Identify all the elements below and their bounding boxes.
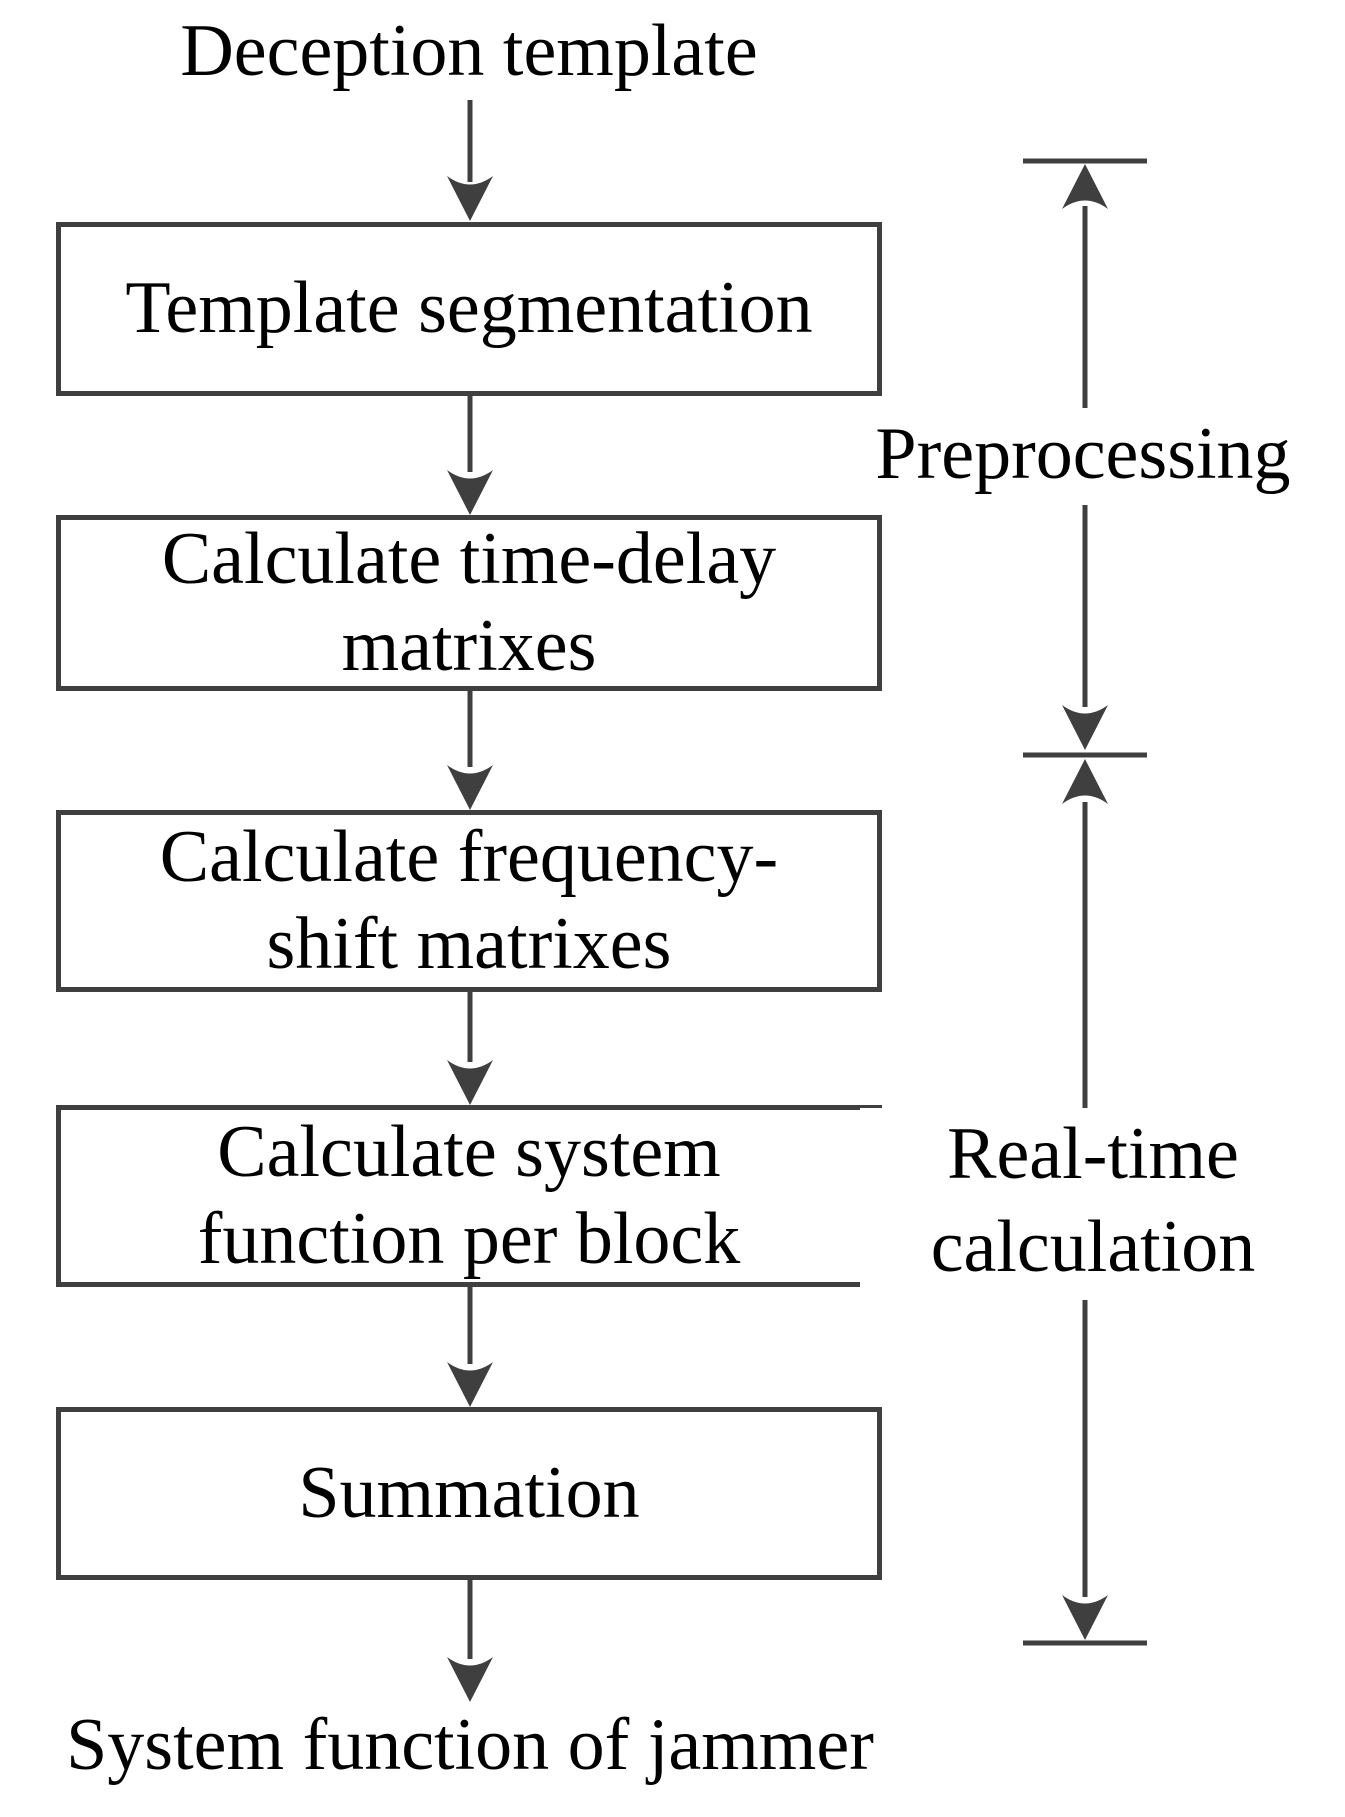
process-box-time-delay-matrixes: Calculate time-delay matrixes xyxy=(56,515,882,691)
process-box-frequency-shift-matrixes: Calculate frequency- shift matrixes xyxy=(56,810,882,992)
flow-arrow-5 xyxy=(447,1287,493,1407)
flow-arrow-6 xyxy=(447,1580,493,1702)
phase-label-preprocessing: Preprocessing xyxy=(850,408,1316,502)
flow-arrow-2 xyxy=(447,396,493,515)
preprocessing-span-arrow xyxy=(1023,158,1147,758)
process-box-label: Calculate system function per block xyxy=(197,1110,741,1280)
output-label: System function of jammer xyxy=(66,1704,874,1786)
process-box-label: Template segmentation xyxy=(125,267,813,350)
process-box-label: Calculate frequency- shift matrixes xyxy=(159,815,779,985)
process-box-summation: Summation xyxy=(56,1407,882,1580)
flow-arrow-3 xyxy=(447,690,493,810)
process-box-label: Summation xyxy=(298,1451,640,1534)
input-label: Deception template xyxy=(180,10,758,92)
process-box-label: Calculate time-delay matrixes xyxy=(161,517,777,687)
flow-arrow-4 xyxy=(447,992,493,1105)
process-box-system-function-per-block: Calculate system function per block xyxy=(56,1105,882,1287)
phase-label-realtime-calculation: Real-time calculation xyxy=(860,1108,1326,1295)
flow-arrow-1 xyxy=(447,100,493,221)
realtime-span-arrow xyxy=(1023,759,1147,1646)
process-box-template-segmentation: Template segmentation xyxy=(56,222,882,396)
